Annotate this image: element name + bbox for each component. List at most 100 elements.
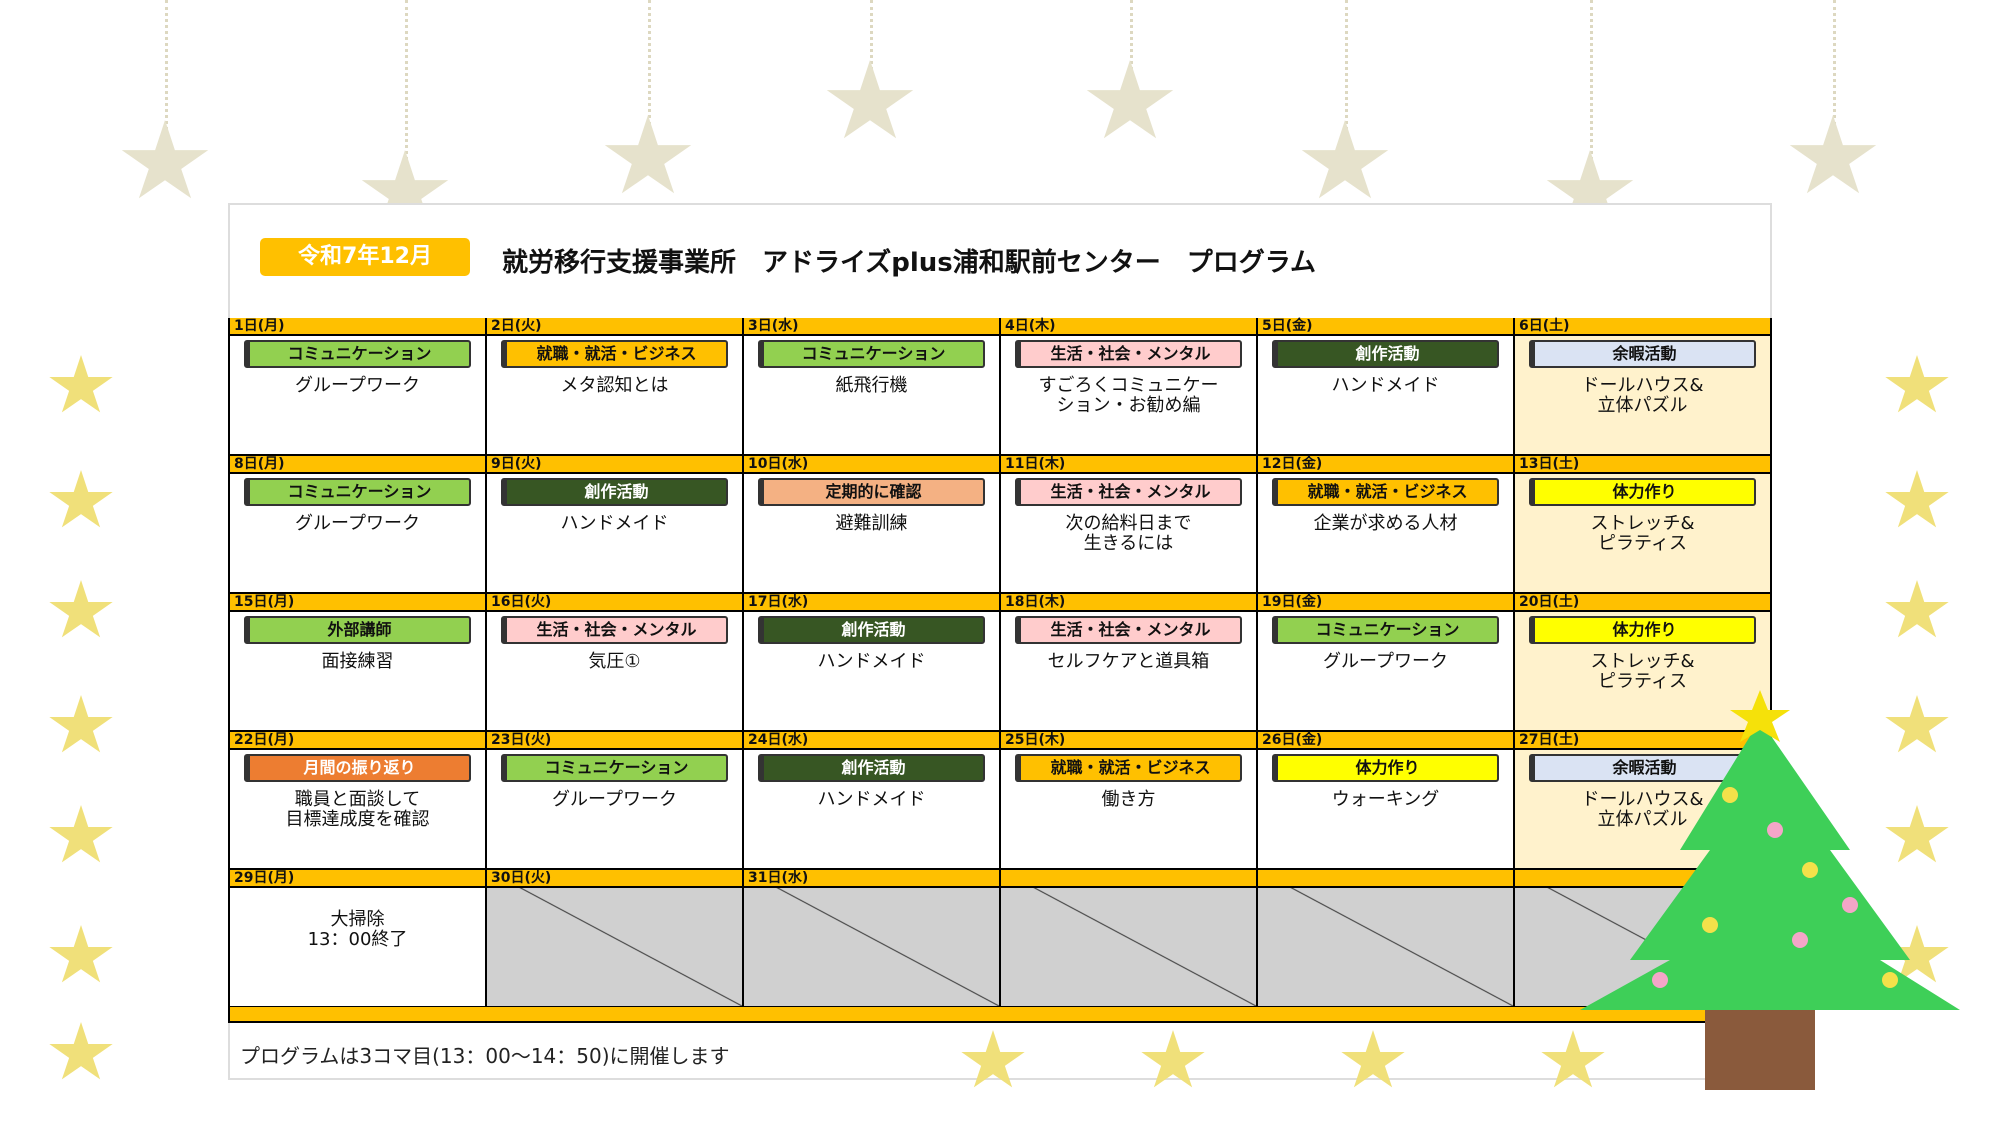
star-string — [648, 0, 651, 125]
program-title: 紙飛行機 — [835, 375, 908, 396]
program-title: ハンドメイド — [817, 651, 926, 672]
star-string — [1345, 0, 1348, 130]
category-tag: 創作活動 — [758, 754, 985, 782]
calendar-day-cell: 17日(水) 創作活動ハンドメイド — [744, 594, 1001, 732]
hanging-star-icon — [826, 60, 914, 139]
footer-note: プログラムは3コマ目(13：00〜14：50)に開催します — [240, 1044, 730, 1068]
day-label: 29日(月) — [230, 870, 485, 888]
program-title: セルフケアと道具箱 — [1047, 651, 1210, 672]
hanging-star-icon — [121, 120, 209, 199]
star-icon — [49, 805, 113, 863]
month-badge: 令和7年12月 — [260, 238, 470, 276]
star-icon — [49, 925, 113, 983]
program-title: ハンドメイド — [1331, 375, 1440, 396]
calendar-day-cell: 8日(月)コミュニケーショングループワーク — [230, 456, 487, 594]
calendar-day-cell: 23日(火) コミュニケーショングループワーク — [487, 732, 744, 870]
category-tag: 創作活動 — [758, 616, 985, 644]
program-title: 面接練習 — [321, 651, 394, 672]
calendar-day-cell: 20日(土) 体力作りストレッチ& ピラティス — [1515, 594, 1772, 732]
program-title: グループワーク — [552, 789, 677, 810]
star-string — [1833, 0, 1836, 125]
category-tag: 体力作り — [1272, 754, 1499, 782]
star-icon — [49, 695, 113, 753]
category-tag: コミュニケーション — [501, 754, 728, 782]
star-string — [165, 0, 168, 130]
program-title: メタ認知とは — [560, 375, 669, 396]
program-title: 次の給料日まで 生きるには — [1065, 513, 1192, 554]
day-label: 20日(土) — [1515, 594, 1770, 612]
day-label: 5日(金) — [1258, 318, 1513, 336]
category-tag: 定期的に確認 — [758, 478, 985, 506]
category-tag: コミュニケーション — [244, 478, 471, 506]
category-tag: 余暇活動 — [1529, 340, 1756, 368]
day-label: 4日(木) — [1001, 318, 1256, 336]
category-tag: 外部講師 — [244, 616, 471, 644]
calendar-day-cell: 26日(金)体力作りウォーキング — [1258, 732, 1515, 870]
day-label: 17日(水) — [744, 594, 999, 612]
star-string — [870, 0, 873, 70]
calendar-day-cell: 1日(月)コミュニケーショングループワーク — [230, 318, 487, 456]
calendar-day-cell: 13日(土)体力作りストレッチ& ピラティス — [1515, 456, 1772, 594]
program-title: ストレッチ& ピラティス — [1590, 651, 1695, 692]
category-tag: 余暇活動 — [1529, 754, 1756, 782]
category-tag: 就職・就活・ビジネス — [1272, 478, 1499, 506]
program-title: 企業が求める人材 — [1313, 513, 1458, 534]
program-title: 職員と面談して 目標達成度を確認 — [285, 789, 430, 830]
category-tag: コミュニケーション — [758, 340, 985, 368]
category-tag: 体力作り — [1529, 616, 1756, 644]
calendar-day-cell: 30日(火) — [487, 870, 744, 1008]
program-title: ハンドメイド — [817, 789, 926, 810]
program-title: 気圧① — [588, 651, 641, 672]
calendar-day-cell: 6日(土) 余暇活動ドールハウス& 立体パズル — [1515, 318, 1772, 456]
program-title: ドールハウス& 立体パズル — [1581, 789, 1704, 830]
star-icon — [1885, 470, 1949, 528]
calendar-day-cell: 15日(月) 外部講師面接練習 — [230, 594, 487, 732]
star-string — [1590, 0, 1593, 160]
program-title: グループワーク — [295, 513, 420, 534]
calendar-day-cell: 25日(木)就職・就活・ビジネス働き方 — [1001, 732, 1258, 870]
day-label: 19日(金) — [1258, 594, 1513, 612]
day-label: 31日(水) — [744, 870, 999, 888]
star-icon — [49, 355, 113, 413]
hanging-star-icon — [1789, 115, 1877, 194]
day-label: 6日(土) — [1515, 318, 1770, 336]
hanging-star-icon — [1086, 60, 1174, 139]
hanging-star-icon — [604, 115, 692, 194]
calendar-day-cell: 29日(月) 大掃除 13：00終了 — [230, 870, 487, 1008]
day-label: 3日(水) — [744, 318, 999, 336]
calendar-day-cell: 24日(水) 創作活動ハンドメイド — [744, 732, 1001, 870]
calendar-day-cell: 2日(火)就職・就活・ビジネスメタ認知とは — [487, 318, 744, 456]
category-tag: 生活・社会・メンタル — [1015, 616, 1242, 644]
category-tag: 創作活動 — [1272, 340, 1499, 368]
day-label: 24日(水) — [744, 732, 999, 750]
program-title: グループワーク — [295, 375, 420, 396]
day-label: 15日(月) — [230, 594, 485, 612]
day-label: 23日(火) — [487, 732, 742, 750]
calendar-bottom-bar — [228, 1007, 1772, 1023]
star-icon — [1885, 355, 1949, 413]
star-icon — [49, 470, 113, 528]
day-label: 16日(火) — [487, 594, 742, 612]
program-title: 大掃除 13：00終了 — [307, 909, 408, 950]
day-label: 12日(金) — [1258, 456, 1513, 474]
program-title: ハンドメイド — [560, 513, 669, 534]
calendar-day-cell: 4日(木)生活・社会・メンタルすごろくコミュニケー ション・お勧め編 — [1001, 318, 1258, 456]
day-label — [1258, 870, 1513, 888]
calendar-day-cell: 12日(金) 就職・就活・ビジネス企業が求める人材 — [1258, 456, 1515, 594]
christmas-tree-icon — [1580, 690, 1960, 1090]
day-label: 26日(金) — [1258, 732, 1513, 750]
day-label: 10日(水) — [744, 456, 999, 474]
day-label: 30日(火) — [487, 870, 742, 888]
program-title: グループワーク — [1323, 651, 1448, 672]
star-icon — [49, 1022, 113, 1080]
star-string — [1130, 0, 1133, 70]
day-label: 11日(木) — [1001, 456, 1256, 474]
calendar-day-cell — [1258, 870, 1515, 1008]
calendar-day-cell: 11日(木)生活・社会・メンタル次の給料日まで 生きるには — [1001, 456, 1258, 594]
program-title: ストレッチ& ピラティス — [1590, 513, 1695, 554]
category-tag: 月間の振り返り — [244, 754, 471, 782]
calendar-day-cell: 5日(金) 創作活動ハンドメイド — [1258, 318, 1515, 456]
calendar-day-cell: 16日(火)生活・社会・メンタル気圧① — [487, 594, 744, 732]
category-tag: 体力作り — [1529, 478, 1756, 506]
program-title: ドールハウス& 立体パズル — [1581, 375, 1704, 416]
